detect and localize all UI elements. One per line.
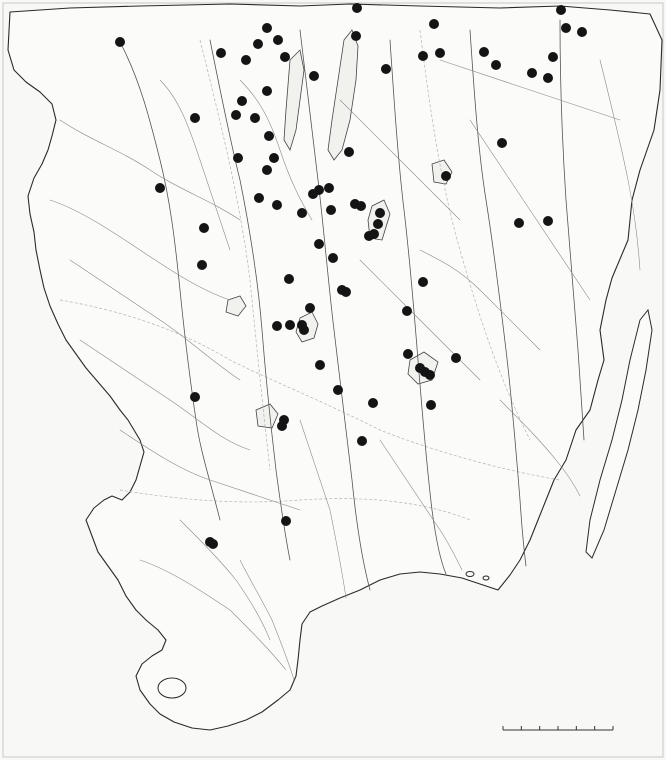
site-marker (344, 147, 354, 157)
site-marker (381, 64, 391, 74)
site-marker (272, 200, 282, 210)
site-marker (264, 131, 274, 141)
site-marker (277, 421, 287, 431)
site-marker (155, 183, 165, 193)
islet-1 (465, 571, 475, 577)
site-marker (403, 349, 413, 359)
site-marker (352, 3, 362, 13)
site-marker (561, 23, 571, 33)
site-marker (368, 398, 378, 408)
site-marker (262, 86, 272, 96)
lake-small-4 (225, 295, 247, 317)
site-marker (233, 153, 243, 163)
site-marker (262, 165, 272, 175)
site-marker (375, 208, 385, 218)
site-marker (479, 47, 489, 57)
site-marker (420, 367, 430, 377)
site-marker (543, 216, 553, 226)
site-marker (351, 31, 361, 41)
site-marker (357, 436, 367, 446)
site-marker (273, 35, 283, 45)
site-marker (297, 208, 307, 218)
site-marker (333, 385, 343, 395)
site-marker (216, 48, 226, 58)
site-marker (556, 5, 566, 15)
site-marker (284, 274, 294, 284)
province-border-2 (119, 489, 471, 521)
site-marker (297, 320, 307, 330)
site-marker (543, 73, 553, 83)
mainland-coastline (7, 3, 663, 731)
site-marker (115, 37, 125, 47)
site-marker (231, 110, 241, 120)
site-marker (190, 113, 200, 123)
site-marker (418, 51, 428, 61)
site-marker (237, 96, 247, 106)
site-marker (429, 19, 439, 29)
site-marker (197, 260, 207, 270)
site-marker (253, 39, 263, 49)
site-marker (199, 223, 209, 233)
site-marker (527, 68, 537, 78)
site-marker (577, 27, 587, 37)
site-marker (451, 353, 461, 363)
islet-2 (482, 575, 490, 581)
site-marker (548, 52, 558, 62)
island-oland (585, 308, 653, 559)
site-marker (280, 52, 290, 62)
site-marker (262, 23, 272, 33)
site-marker (364, 231, 374, 241)
site-marker (241, 55, 251, 65)
site-marker (328, 253, 338, 263)
site-marker (356, 201, 366, 211)
island-south (157, 677, 187, 699)
site-marker (402, 306, 412, 316)
province-border-4 (419, 29, 531, 441)
site-marker (497, 138, 507, 148)
site-marker (435, 48, 445, 58)
site-marker (324, 183, 334, 193)
province-border-3 (199, 39, 271, 471)
site-marker (305, 303, 315, 313)
site-marker (309, 71, 319, 81)
site-marker (418, 277, 428, 287)
site-marker (326, 205, 336, 215)
province-border-1 (59, 299, 561, 481)
site-marker (514, 218, 524, 228)
site-marker (491, 60, 501, 70)
site-marker (373, 219, 383, 229)
lake-west (283, 49, 305, 151)
site-marker (337, 285, 347, 295)
river-network (49, 19, 641, 681)
site-markers (115, 3, 587, 549)
site-marker (208, 539, 218, 549)
site-marker (272, 321, 282, 331)
lake-small-3 (255, 403, 279, 429)
site-marker (314, 185, 324, 195)
site-marker (190, 392, 200, 402)
scale-bar (502, 726, 614, 731)
site-marker (315, 360, 325, 370)
site-marker (281, 516, 291, 526)
site-marker (254, 193, 264, 203)
site-marker (285, 320, 295, 330)
site-marker (314, 239, 324, 249)
site-marker (441, 171, 451, 181)
site-marker (426, 400, 436, 410)
site-marker (250, 113, 260, 123)
site-marker (269, 153, 279, 163)
